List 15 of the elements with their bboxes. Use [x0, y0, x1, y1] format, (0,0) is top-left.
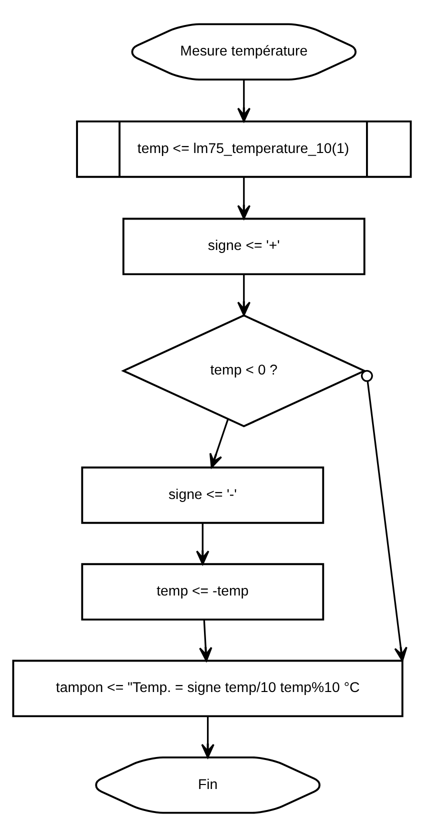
node-ellipse: Fin [95, 756, 320, 814]
node-box: signe <= '+' [122, 217, 366, 275]
arrow [199, 619, 212, 662]
arrow [209, 418, 229, 468]
node-ellipse: Mesure température [131, 22, 357, 80]
arrow [237, 274, 251, 316]
node-box: signe <= '-' [81, 466, 324, 524]
arrow [196, 522, 210, 564]
node-diamond: temp < 0 ? [121, 314, 367, 427]
arrow [237, 176, 251, 219]
arrow [360, 369, 408, 662]
node-box: temp <= -temp [81, 562, 324, 620]
arrow [237, 80, 251, 122]
node-box: tampon <= "Temp. = signe temp/10 temp%10 °C [12, 659, 404, 717]
arrow [201, 716, 214, 758]
